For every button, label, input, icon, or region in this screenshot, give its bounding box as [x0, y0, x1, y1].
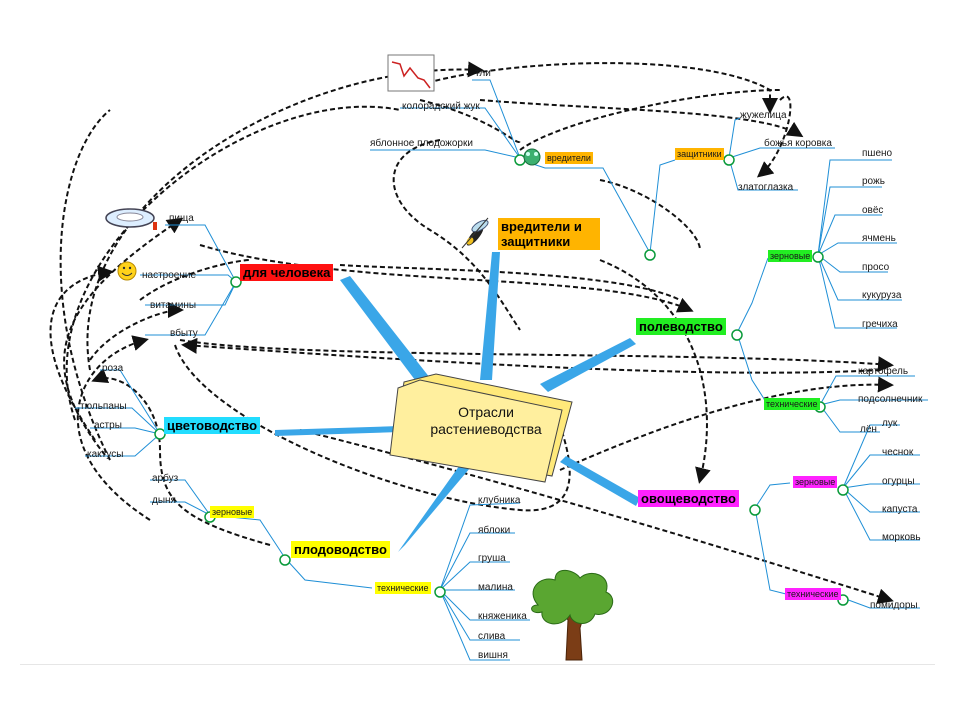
veg-grain-item[interactable]: лук [882, 418, 898, 429]
branch-fruit[interactable]: плодоводство [291, 541, 390, 558]
flower-item[interactable]: роза [102, 363, 124, 374]
field-grain-item[interactable]: овёс [862, 205, 884, 216]
person-item[interactable]: настроение [142, 270, 197, 281]
leaf-lines [75, 79, 928, 661]
field-grain-item[interactable]: просо [862, 262, 890, 273]
fruit-tech-item[interactable]: малина [478, 582, 513, 593]
fruit-grain-item[interactable]: арбуз [152, 473, 179, 484]
veg-grain-item[interactable]: чеснок [882, 447, 914, 458]
field-grain-item[interactable]: рожь [862, 176, 885, 187]
field-tech-item[interactable]: картофель [858, 366, 909, 377]
center-title-line2: растениеводства [430, 421, 542, 437]
veg-grain-item[interactable]: морковь [882, 532, 921, 543]
protectors-item[interactable]: златоглазка [738, 182, 794, 193]
branch-pests[interactable]: вредители и защитники [498, 218, 600, 250]
veg-tech-subnode[interactable]: технические [785, 588, 841, 600]
fruit-tech-item[interactable]: вишня [478, 650, 508, 661]
protectors-item[interactable]: жужелица [740, 110, 787, 121]
protectors-item[interactable]: божья коровка [764, 138, 832, 149]
fruit-tech-item[interactable]: слива [478, 631, 506, 642]
veg-grain-item[interactable]: огурцы [882, 476, 915, 487]
veg-grain-subnode[interactable]: зерновые [793, 476, 838, 488]
field-tech-item[interactable]: лён [860, 424, 877, 435]
pests-item[interactable]: тли [475, 68, 491, 79]
person-item[interactable]: витамины [150, 300, 197, 311]
fruit-tech-item[interactable]: груша [478, 553, 506, 564]
protectors-subnode[interactable]: защитники [675, 148, 724, 160]
flower-item[interactable]: кактусы [87, 449, 124, 460]
person-item[interactable]: пища [169, 213, 194, 224]
bottom-divider [20, 664, 935, 665]
fruit-tech-item[interactable]: яблоки [478, 525, 511, 536]
mosquito-icon [461, 217, 489, 249]
field-grain-item[interactable]: пшено [862, 148, 893, 159]
center-title-line1: Отрасли [458, 404, 514, 420]
fruit-grain-subnode[interactable]: зерновые [210, 506, 255, 518]
flower-item[interactable]: тюльпаны [80, 401, 127, 412]
branch-veg[interactable]: овощеводство [638, 490, 739, 507]
branch-flower[interactable]: цветоводство [164, 417, 261, 434]
field-tech-item[interactable]: подсолнечник [858, 394, 923, 405]
field-grain-subnode[interactable]: зерновые [768, 250, 813, 262]
field-grain-item[interactable]: гречиха [862, 319, 898, 330]
bug-icon [523, 148, 541, 166]
branch-person[interactable]: для человека [240, 264, 334, 281]
smiley-icon [117, 261, 137, 281]
center-title: Отрасли растениеводства [412, 404, 560, 438]
field-grain-item[interactable]: кукуруза [862, 290, 902, 301]
tree-icon [531, 569, 614, 661]
pests-item[interactable]: колорадский жук [402, 101, 480, 112]
veg-grain-item[interactable]: капуста [882, 504, 918, 515]
node-markers [154, 154, 849, 606]
main-branches [275, 252, 640, 552]
fruit-tech-subnode[interactable]: технические [375, 582, 431, 594]
center-folder [389, 373, 573, 483]
veg-tech-item[interactable]: помидоры [870, 600, 918, 611]
plate-icon [105, 208, 157, 230]
flower-item[interactable]: астры [94, 420, 122, 431]
chart-icon [387, 54, 435, 92]
field-tech-subnode[interactable]: технические [764, 398, 820, 410]
branch-pests-label: вредители и защитники [501, 219, 582, 249]
fruit-tech-item[interactable]: клубника [478, 495, 521, 506]
branch-field[interactable]: полеводство [636, 318, 726, 335]
pests-item[interactable]: яблонное плодожорки [370, 138, 473, 149]
pests-subnode[interactable]: вредители [545, 152, 593, 164]
dashed-connectors [49, 61, 894, 605]
fruit-tech-item[interactable]: княженика [478, 611, 527, 622]
fruit-grain-item[interactable]: дыня [152, 495, 176, 506]
field-grain-item[interactable]: ячмень [862, 233, 896, 244]
person-item[interactable]: вбыту [170, 328, 198, 339]
